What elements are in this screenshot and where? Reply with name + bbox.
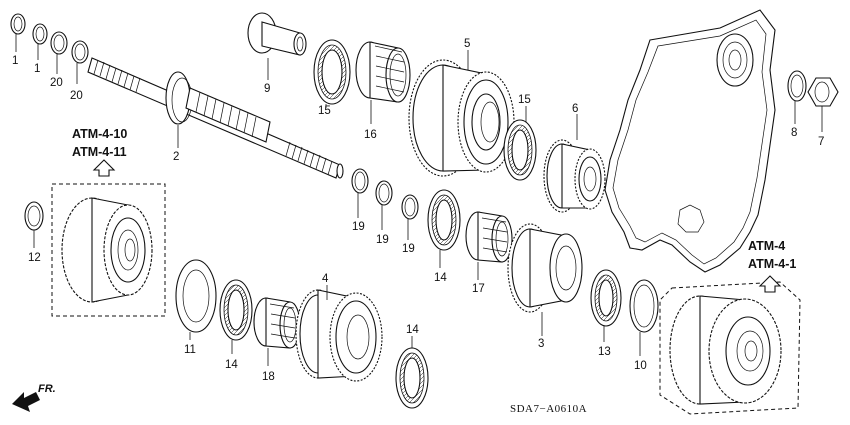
front-arrow-label: FR. [38,383,56,395]
ref-right-line1[interactable]: ATM-4 [748,239,785,253]
callout-p14b: 14 [225,359,238,371]
part-17-needle-bearing[interactable] [465,211,513,263]
part-10-shim[interactable] [629,279,659,333]
part-19-ring-b[interactable] [375,180,393,206]
part-15-thrust-washer-b[interactable] [503,119,537,181]
callout-p15b: 15 [518,94,531,106]
callout-p14c: 14 [406,324,419,336]
callout-p14a: 14 [434,272,447,284]
part-13-thrust-washer[interactable] [590,269,622,327]
diagram-code: SDA7−A0610A [510,403,587,415]
part-19-ring-c[interactable] [401,194,419,220]
part-1-ring-a[interactable] [10,13,26,35]
part-4-gear[interactable] [295,289,383,382]
left-ref-arrow [92,159,116,177]
callout-p6: 6 [572,103,578,115]
callout-p9: 9 [264,83,270,95]
callout-p5: 5 [464,38,470,50]
callout-p20a: 20 [50,77,63,89]
callout-p18: 18 [262,371,275,383]
callout-p8: 8 [791,127,797,139]
part-16-needle-bearing[interactable] [355,41,411,103]
callout-p19a: 19 [352,221,365,233]
part-3-gear[interactable] [507,223,583,313]
callout-p15a: 15 [318,105,331,117]
callout-p11: 11 [184,344,196,356]
callout-p20b: 20 [70,90,83,102]
callout-p16: 16 [364,129,377,141]
part-20-ring-a[interactable] [50,31,68,55]
part-12-ring[interactable] [24,201,44,231]
part-20-ring-b[interactable] [71,40,89,64]
left-clutch-box [51,183,166,317]
part-6-gear[interactable] [543,139,606,213]
part-2-mainshaft[interactable] [87,57,344,179]
part-18-needle-bearing[interactable] [253,297,301,349]
callout-p19b: 19 [376,234,389,246]
callout-p13: 13 [598,346,611,358]
callout-p10: 10 [634,360,647,372]
part-1-ring-b[interactable] [32,23,48,45]
right-clutch-box [659,281,801,415]
callout-p1b: 1 [34,63,40,75]
left-clutch-assembly[interactable] [61,197,153,303]
callout-p1a: 1 [12,55,18,67]
part-14-thrust-washer-a[interactable] [427,189,461,251]
part-14-thrust-washer-b[interactable] [219,279,253,341]
housing-gasket [604,9,776,273]
part-14-thrust-washer-c[interactable] [395,347,429,409]
callout-p2: 2 [173,151,179,163]
callout-p17: 17 [472,283,485,295]
ref-left-line2[interactable]: ATM-4-11 [72,145,127,159]
part-15-thrust-washer-a[interactable] [313,39,351,105]
right-ref-arrow [758,275,782,293]
callout-p7: 7 [818,136,824,148]
callout-p12: 12 [28,252,41,264]
part-11-plate[interactable] [175,259,217,333]
ref-left-line1[interactable]: ATM-4-10 [72,127,127,141]
callout-p19c: 19 [402,243,415,255]
ref-right-line2[interactable]: ATM-4-1 [748,257,796,271]
right-clutch-assembly[interactable] [669,295,782,405]
callout-p3: 3 [538,338,544,350]
callout-p4: 4 [322,273,329,285]
part-19-ring-a[interactable] [351,168,369,194]
part-5-gear[interactable] [408,59,515,177]
front-direction-arrow [12,392,40,412]
part-8-washer[interactable] [787,70,807,102]
part-9-sleeve[interactable] [247,12,307,56]
part-7-locknut[interactable] [807,77,839,107]
